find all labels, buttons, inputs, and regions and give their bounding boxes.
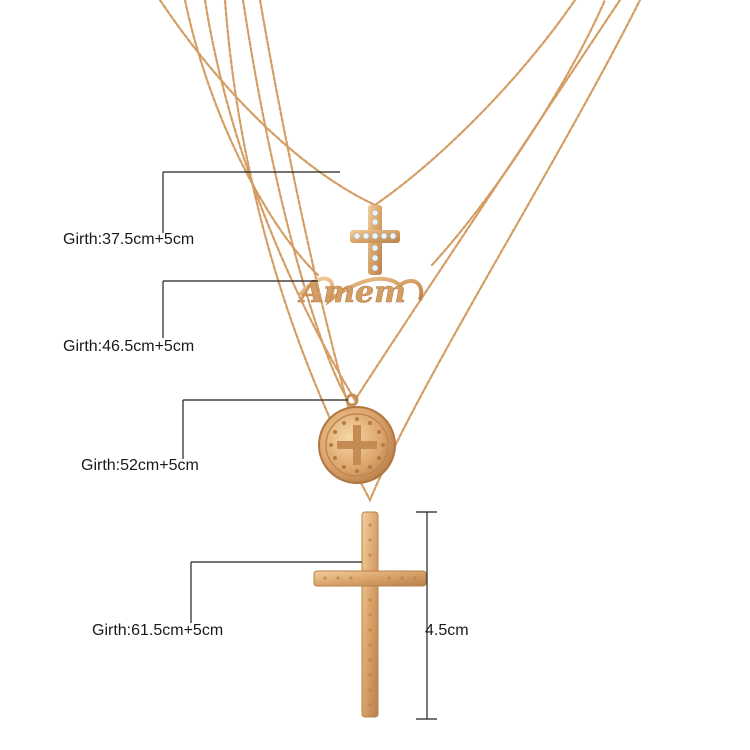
girth-2-bracket [162,280,318,338]
script-nameplate-pendant: Amem [297,275,424,310]
rhinestone-cross-pendant [350,205,400,275]
large-cross-pendant [313,511,427,718]
girth-label-4: Girth:61.5cm+5cm [92,622,224,639]
nameplate-text: Amem [297,275,406,310]
chain-1 [158,0,577,207]
girth-label-1: Girth:37.5cm+5cm [63,231,195,248]
girth-label-2: Girth:46.5cm+5cm [63,338,195,355]
coin-medallion-pendant [318,393,396,484]
chain-3 [203,0,622,403]
cross-height-label: 4.5cm [425,622,469,639]
chain-4 [223,0,642,503]
girth-4-bracket [190,561,362,623]
girth-1-bracket [162,171,340,233]
girth-3-bracket [182,399,348,459]
cross-height-dimension [416,511,437,720]
girth-label-3: Girth:52cm+5cm [81,457,199,474]
